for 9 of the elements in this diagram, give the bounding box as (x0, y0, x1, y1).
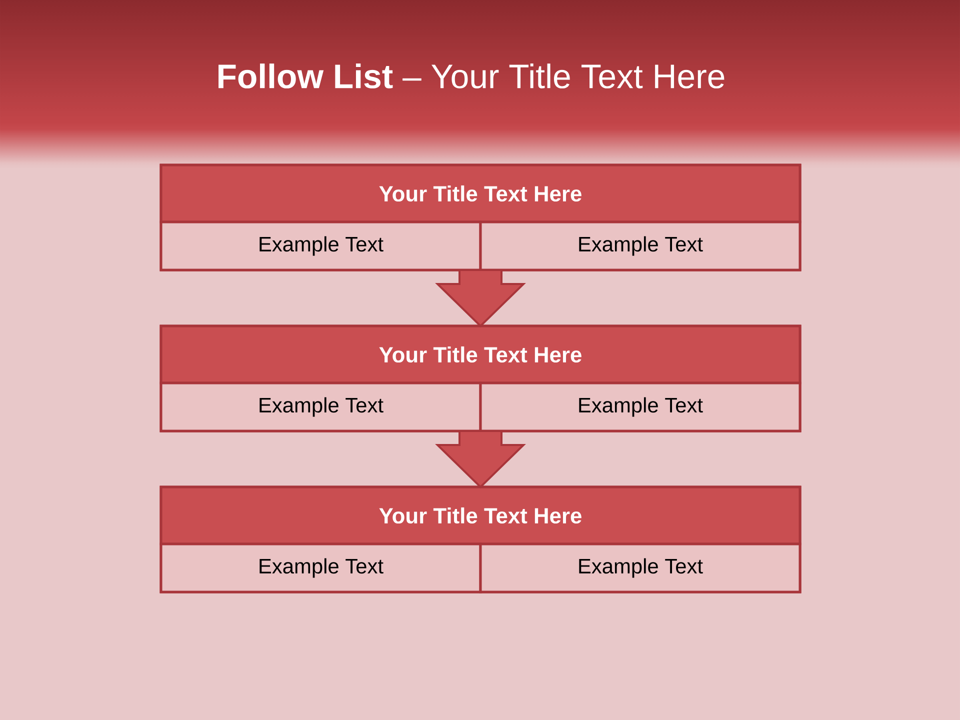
table-cell: Example Text (160, 220, 482, 272)
table-cell: Example Text (160, 382, 482, 432)
table-cell: Example Text (479, 382, 802, 432)
table-cell: Example Text (479, 220, 802, 272)
slide-title: Follow List – Your Title Text Here (218, 64, 724, 88)
table-cell: Example Text (479, 542, 802, 594)
table-cell: Example Text (160, 542, 482, 594)
block-arrow (435, 269, 526, 328)
block-arrow (435, 430, 526, 488)
